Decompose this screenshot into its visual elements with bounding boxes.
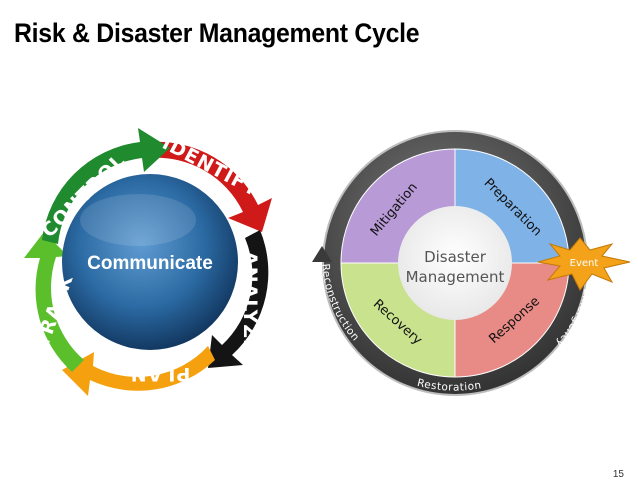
- risk-cycle-diagram: Communicate IDENTIFY ANALYZE PLAN TRACK …: [24, 128, 272, 396]
- communicate-sphere: [62, 174, 238, 350]
- slide-title: Risk & Disaster Management Cycle: [14, 18, 420, 48]
- analyze-arrow: [208, 230, 269, 368]
- center-label-line1: Disaster: [424, 248, 487, 266]
- page-number: 15: [612, 469, 624, 480]
- plan-arrow: [62, 346, 215, 396]
- center-label-line2: Management: [406, 268, 505, 286]
- capacity-building-label: Capacity Building: [375, 91, 474, 134]
- analyze-label: ANALYZE: [239, 251, 261, 353]
- track-arrow: [24, 232, 84, 372]
- disaster-cycle-diagram: Disaster Management Mitigation Preparati…: [312, 91, 631, 396]
- control-arrow: [42, 128, 170, 244]
- center-disk: [398, 206, 512, 320]
- ring-arrowhead: [312, 246, 332, 262]
- event-label: Event: [570, 258, 599, 269]
- plan-label: PLAN: [130, 363, 191, 385]
- event-burst: Event: [537, 237, 631, 291]
- communicate-label: Communicate: [87, 253, 213, 274]
